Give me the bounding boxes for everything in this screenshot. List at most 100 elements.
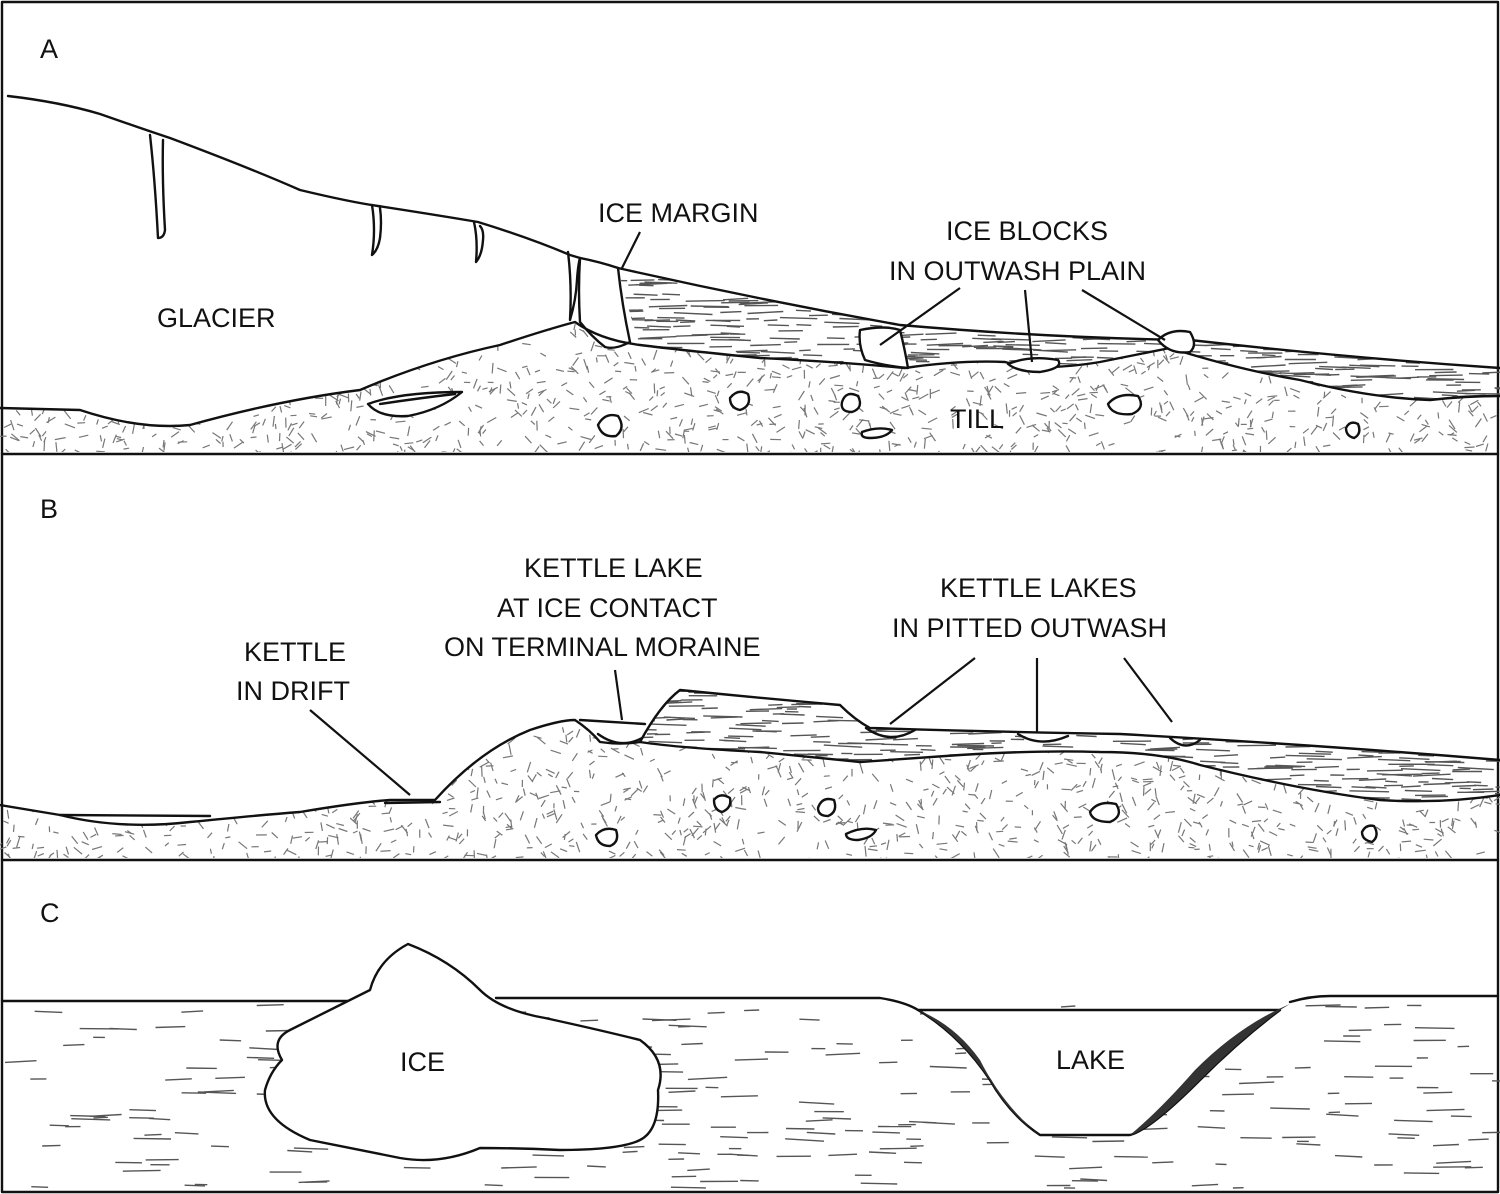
till-dash	[811, 323, 815, 329]
till-dash	[277, 359, 281, 366]
till-dash	[968, 793, 976, 796]
sediment-dash	[977, 334, 996, 337]
till-dash	[276, 757, 286, 764]
till-dash	[1408, 823, 1418, 828]
till-dash	[3, 423, 12, 429]
till-dash	[682, 835, 687, 846]
sediment-dash	[1012, 699, 1033, 702]
till-dash	[660, 816, 666, 823]
panel-c: C ICE LAKE	[0, 898, 1500, 1189]
sediment-dash	[1195, 697, 1228, 700]
till-dash	[477, 424, 485, 434]
sediment-dash	[1397, 344, 1437, 349]
sediment-dash	[1282, 290, 1301, 293]
till-dash	[538, 390, 545, 397]
till-dash	[886, 371, 894, 381]
sediment-dash	[618, 351, 642, 355]
till-dash	[557, 441, 567, 445]
till-dash	[1330, 408, 1337, 415]
sediment-dash	[721, 763, 740, 766]
till-dash	[272, 728, 279, 731]
till-dash	[392, 853, 400, 858]
sediment-dash	[1084, 691, 1109, 694]
till-dash	[476, 385, 482, 392]
till-dash	[432, 328, 435, 335]
till-dash	[1198, 821, 1203, 828]
till-dash	[475, 749, 478, 759]
till-dash	[1054, 422, 1062, 429]
till-dash	[125, 754, 133, 760]
till-dash	[938, 368, 946, 371]
till-dash	[193, 414, 199, 419]
till-dash	[333, 739, 343, 745]
till-dash	[1310, 425, 1319, 435]
till-dash	[445, 747, 454, 756]
till-dash	[373, 358, 384, 362]
sediment-dash	[287, 1149, 313, 1153]
sediment-dash	[961, 711, 985, 715]
till-dash	[1424, 322, 1430, 327]
till-dash	[366, 720, 372, 726]
sediment-dash	[1377, 758, 1411, 762]
till-dash	[1215, 410, 1223, 415]
till-dash	[1331, 415, 1335, 427]
till-dash	[1125, 720, 1133, 724]
till-dash	[1108, 442, 1115, 446]
till-dash	[929, 432, 936, 442]
till-dash	[325, 854, 332, 857]
till-dash	[235, 744, 240, 754]
till-dash	[1404, 367, 1410, 372]
till-dash	[1098, 757, 1103, 765]
till-dash	[314, 737, 319, 745]
till-dash	[255, 369, 261, 378]
till-dash	[1153, 814, 1161, 820]
till-dash	[867, 420, 871, 427]
till-dash	[715, 725, 719, 733]
till-dash	[522, 342, 531, 346]
till-dash	[142, 829, 147, 838]
till-dash	[144, 786, 156, 789]
till-dash	[378, 364, 387, 371]
till-dash	[1247, 427, 1254, 430]
till-dash	[901, 396, 908, 401]
till-dash	[1142, 782, 1152, 787]
till-dash	[1063, 851, 1071, 858]
till-dash	[1287, 853, 1293, 857]
till-dash	[671, 830, 677, 836]
sediment-dash	[781, 281, 822, 285]
sediment-dash	[1387, 319, 1417, 323]
till-dash	[271, 765, 279, 769]
till-dash	[1000, 816, 1005, 822]
sediment-dash	[657, 316, 685, 319]
till-dash	[203, 412, 211, 416]
till-dash	[221, 756, 227, 762]
sediment-dash	[1240, 331, 1264, 334]
till-dash	[41, 374, 44, 380]
till-dash	[1283, 784, 1287, 794]
sediment-dash	[71, 1118, 111, 1121]
sediment-dash	[1302, 336, 1324, 340]
till-dash	[176, 791, 183, 801]
till-dash	[878, 393, 885, 400]
till-dash	[600, 748, 606, 753]
sediment-dash	[1392, 279, 1418, 282]
till-dash	[320, 413, 328, 419]
sediment-dash	[1421, 772, 1440, 775]
sediment-dash	[1361, 750, 1383, 753]
till-dash	[894, 752, 902, 758]
sediment-dash	[638, 365, 675, 369]
till-dash	[1060, 408, 1067, 412]
till-dash	[199, 407, 203, 415]
sediment-dash	[1384, 699, 1414, 702]
sediment-dash	[1468, 1138, 1489, 1141]
till-dash	[594, 344, 603, 348]
till-dash	[474, 733, 485, 740]
till-dash	[1031, 770, 1041, 776]
till-dash	[1186, 322, 1193, 330]
till-dash	[1107, 857, 1110, 858]
till-dash	[388, 725, 397, 728]
till-dash	[1201, 416, 1205, 427]
till-dash	[1372, 431, 1375, 438]
till-dash	[348, 424, 352, 431]
till-dash	[339, 394, 349, 399]
